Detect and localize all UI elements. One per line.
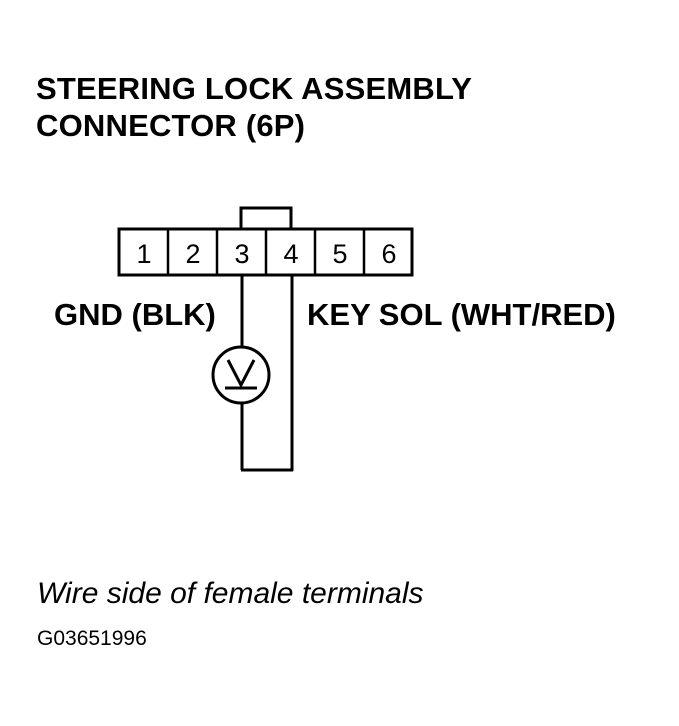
title-line-1: STEERING LOCK ASSEMBLY bbox=[36, 71, 473, 106]
pin-dividers bbox=[166, 229, 366, 275]
pin-5: 5 bbox=[332, 239, 347, 269]
figure-code: G03651996 bbox=[37, 627, 147, 650]
key-sol-label: KEY SOL (WHT/RED) bbox=[307, 297, 616, 332]
connector-lock-tab bbox=[239, 206, 293, 232]
voltmeter-icon bbox=[211, 345, 271, 405]
pin-6: 6 bbox=[381, 239, 396, 269]
pin-2: 2 bbox=[185, 239, 200, 269]
gnd-label: GND (BLK) bbox=[54, 297, 216, 332]
diagram-title: STEERING LOCK ASSEMBLY CONNECTOR (6P) bbox=[36, 70, 472, 144]
caption: Wire side of female terminals bbox=[37, 577, 424, 610]
pin-1: 1 bbox=[136, 239, 151, 269]
pin-numbers: 1 2 3 4 5 6 bbox=[136, 239, 396, 269]
pin-4: 4 bbox=[283, 239, 298, 269]
test-leads bbox=[240, 275, 294, 472]
pin-3: 3 bbox=[234, 239, 249, 269]
title-line-2: CONNECTOR (6P) bbox=[36, 108, 306, 143]
